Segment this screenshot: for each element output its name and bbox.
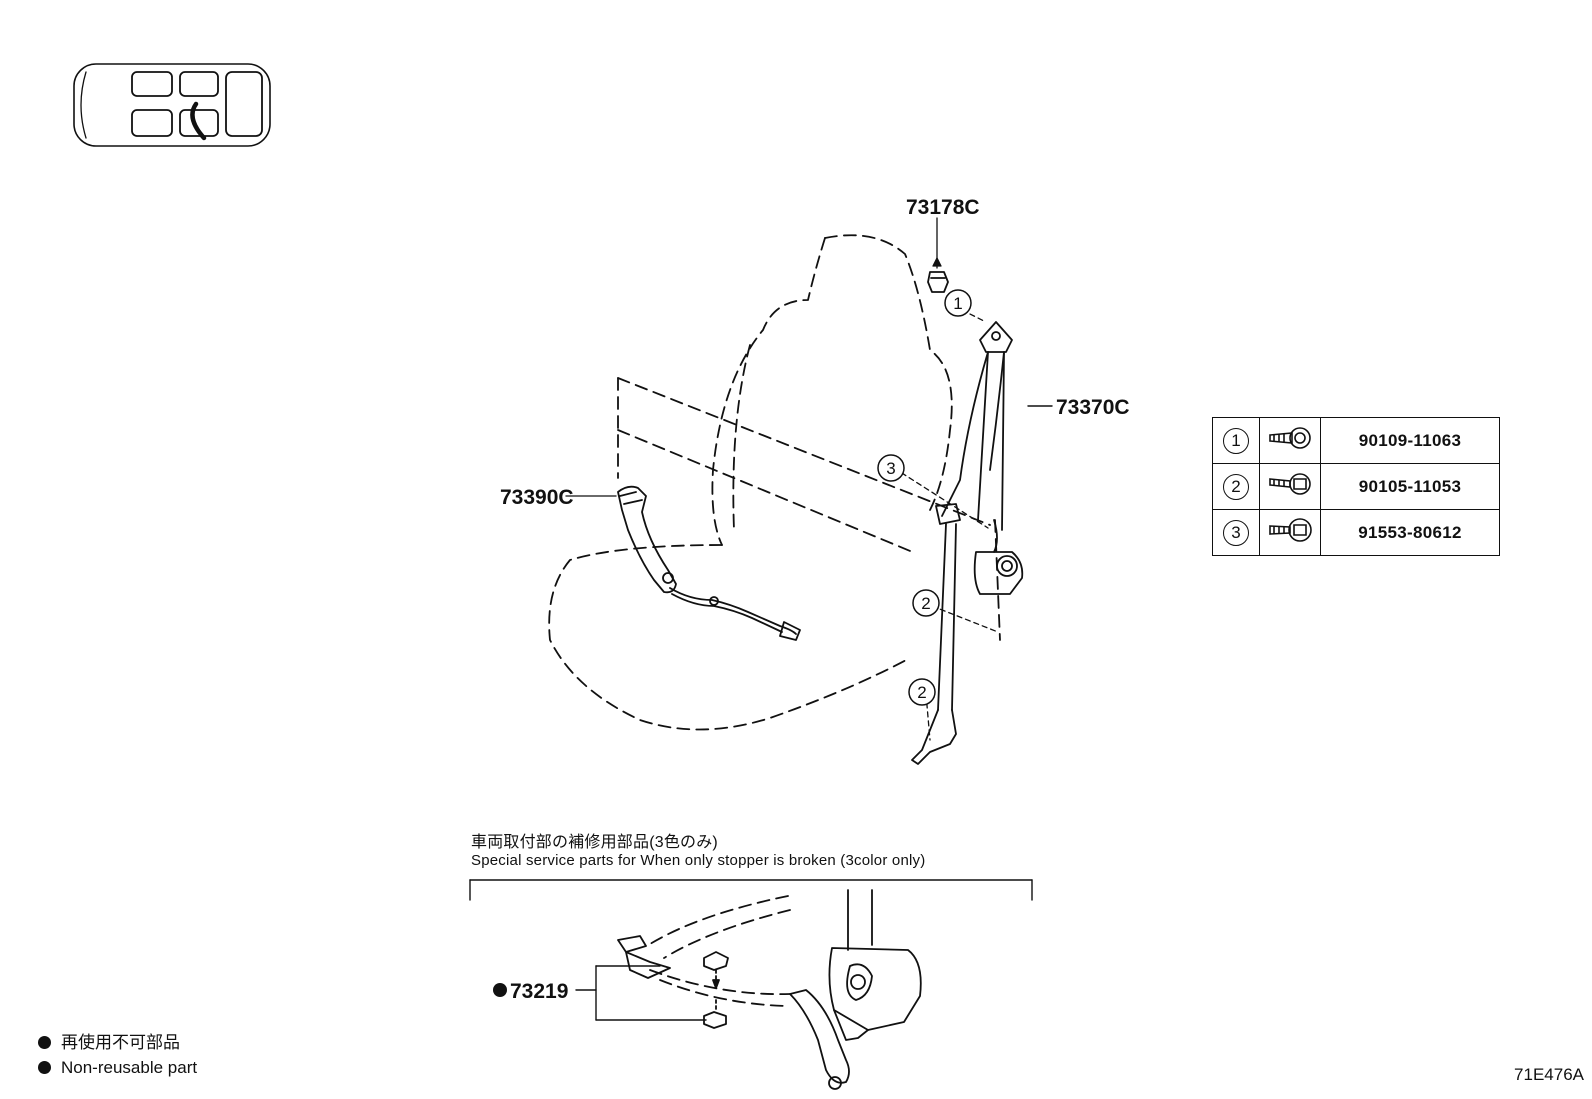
non-reusable-marker-73219	[493, 983, 507, 997]
anchor-cover-73178c	[927, 271, 949, 293]
ref-marker-3	[877, 454, 905, 482]
non-reusable-dot-icon	[38, 1036, 51, 1049]
service-section-bracket	[469, 879, 1033, 901]
part-number: 91553-80612	[1320, 509, 1500, 556]
reference-markers	[877, 289, 972, 706]
parts-table-row: 2 90105-11053	[1212, 463, 1500, 510]
callout-73370c: 73370C	[1056, 396, 1130, 419]
ref-number: 1	[1223, 427, 1249, 454]
service-title-en: Special service parts for When only stop…	[471, 852, 926, 869]
callout-73219: 73219	[510, 980, 568, 1003]
ref-number: 3	[1223, 519, 1249, 546]
ref-marker-1	[944, 289, 972, 317]
ref-marker-2-upper	[912, 589, 940, 617]
part-number: 90105-11053	[1320, 463, 1500, 510]
bolt-with-collar-icon	[1269, 427, 1311, 449]
part-73219-leader	[575, 965, 707, 1021]
callout-73390c: 73390C	[500, 486, 574, 509]
illustration-code: 71E476A	[1514, 1065, 1584, 1084]
ref-marker-3-label: 3	[886, 459, 895, 478]
flange-bolt-icon	[1269, 518, 1312, 542]
flange-bolt-icon	[1269, 473, 1311, 495]
seat-outline	[548, 234, 1001, 731]
stopper-detail-illustration	[617, 889, 922, 1090]
part-number: 90109-11063	[1320, 417, 1500, 464]
ref-marker-2-upper-label: 2	[921, 594, 930, 613]
bolt-parts-table: 1 90109-11063 2	[1212, 417, 1500, 556]
belt-retractor-73370c	[911, 321, 1053, 765]
legend-jp: 再使用不可部品	[38, 1033, 180, 1053]
ref-marker-1-label: 1	[953, 294, 962, 313]
seat-belt-buckle-73390c	[617, 485, 801, 641]
parts-table-row: 1 90109-11063	[1212, 417, 1500, 464]
parts-table-row: 3 91553-80612	[1212, 509, 1500, 556]
ref-number: 2	[1223, 473, 1249, 500]
ref-marker-2-lower-label: 2	[917, 683, 926, 702]
legend-en: Non-reusable part	[38, 1058, 197, 1078]
service-title-jp: 車両取付部の補修用部品(3色のみ)	[471, 834, 718, 851]
ref-marker-2-lower	[908, 678, 936, 706]
seat-layout-icon	[73, 63, 271, 147]
leader-lines	[565, 217, 999, 741]
callout-73178c: 73178C	[906, 196, 980, 219]
non-reusable-dot-icon	[38, 1061, 51, 1074]
